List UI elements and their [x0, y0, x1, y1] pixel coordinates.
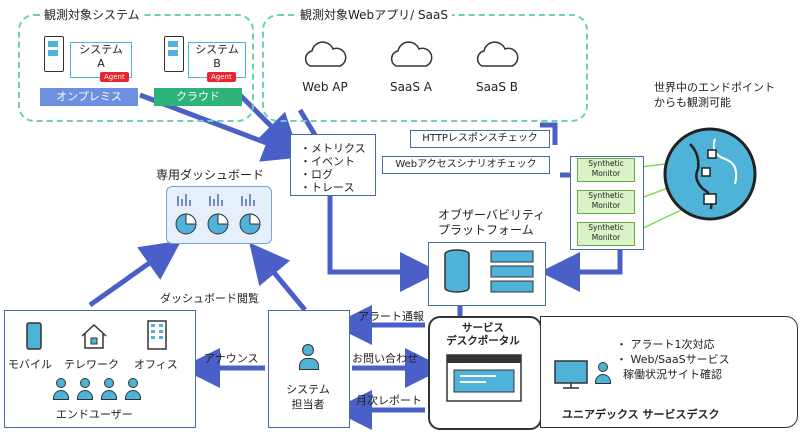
admin-person-icon	[302, 344, 314, 356]
house-icon	[81, 323, 107, 349]
scenario-check-box: Webアクセスシナリオチェック	[382, 156, 550, 174]
service-bullet-1: ・ アラート1次対応	[616, 338, 715, 351]
cloud-env-label: クラウド	[154, 88, 242, 106]
service-bullet-2: ・ Web/SaaSサービス 稼働状況サイト確認	[616, 353, 730, 381]
arrow-users-dashboard	[88, 240, 182, 308]
monitor-icon	[554, 360, 588, 389]
arrow-admin-dashboard	[249, 242, 307, 312]
arrow-webapps-telemetry	[297, 108, 318, 137]
globe-icon	[663, 127, 757, 221]
cloud-icon-saas-b	[476, 41, 519, 67]
admin-label: システム 担当者	[286, 383, 330, 411]
user-icon-4	[128, 378, 138, 388]
telemetry-traces: ・トレース	[300, 181, 355, 194]
platform-title: オブザーバビリティ プラットフォーム	[438, 208, 546, 237]
onprem-label: オンプレミス	[40, 88, 138, 106]
saas-a-label: SaaS A	[390, 80, 432, 94]
http-check-box: HTTPレスポンスチェック	[410, 130, 550, 148]
endpoint-note: 世界中のエンドポイント からも観測可能	[654, 81, 775, 109]
dashboard-view-label: ダッシュボード閲覧	[160, 292, 259, 305]
office-building-icon	[147, 320, 167, 350]
synthetic-monitor-2: Synthetic Monitor	[577, 190, 635, 214]
mobile-label: モバイル	[8, 358, 52, 371]
server-icon-a	[44, 36, 64, 72]
saas-b-label: SaaS B	[476, 80, 518, 94]
portal-title: サービス デスクポータル	[446, 322, 520, 347]
end-user-label: エンドユーザー	[56, 408, 133, 421]
cloud-icon-webap	[304, 41, 347, 67]
arrow-http-check	[540, 122, 558, 145]
arrow-telemetry-platform	[327, 190, 440, 292]
inquiry-label: お問い合わせ	[352, 352, 418, 365]
alert-notify-label: アラート通報	[358, 310, 424, 323]
user-icon-3	[104, 378, 114, 388]
service-desk-person-icon	[598, 362, 608, 372]
database-icon	[444, 249, 470, 293]
office-label: オフィス	[134, 358, 178, 371]
synthetic-monitor-3: Synthetic Monitor	[577, 222, 635, 246]
user-icon-1	[56, 378, 66, 388]
dashboard-chart-icon	[175, 194, 261, 235]
service-desk-name: ユニアデックス サービスデスク	[562, 408, 720, 421]
dashboard-title: 専用ダッシュボード	[156, 168, 265, 182]
announce-label: アナウンス	[204, 352, 259, 365]
telework-label: テレワーク	[64, 358, 119, 371]
user-icon-2	[80, 378, 90, 388]
synthetic-monitor-1: Synthetic Monitor	[577, 158, 635, 182]
observed-systems-title: 観測対象システム	[40, 6, 144, 23]
telemetry-logs: ・ログ	[300, 168, 333, 181]
server-icon-b	[164, 36, 184, 72]
cloud-icon-saas-a	[390, 41, 433, 67]
webap-label: Web AP	[302, 80, 348, 94]
telemetry-metrics: ・メトリクス	[300, 142, 366, 155]
portal-window-icon	[446, 354, 522, 402]
agent-badge-a: Agent	[100, 72, 129, 82]
observed-webapps-title: 観測対象Webアプリ/ SaaS	[296, 6, 452, 23]
monthly-report-label: 月次レポート	[356, 394, 422, 407]
telemetry-box	[290, 134, 376, 196]
mobile-icon	[26, 322, 42, 350]
telemetry-events: ・イベント	[300, 155, 355, 168]
arrow-synthetic-platform	[540, 240, 623, 292]
rack-server-icon	[490, 250, 534, 293]
agent-badge-b: Agent	[207, 72, 236, 82]
